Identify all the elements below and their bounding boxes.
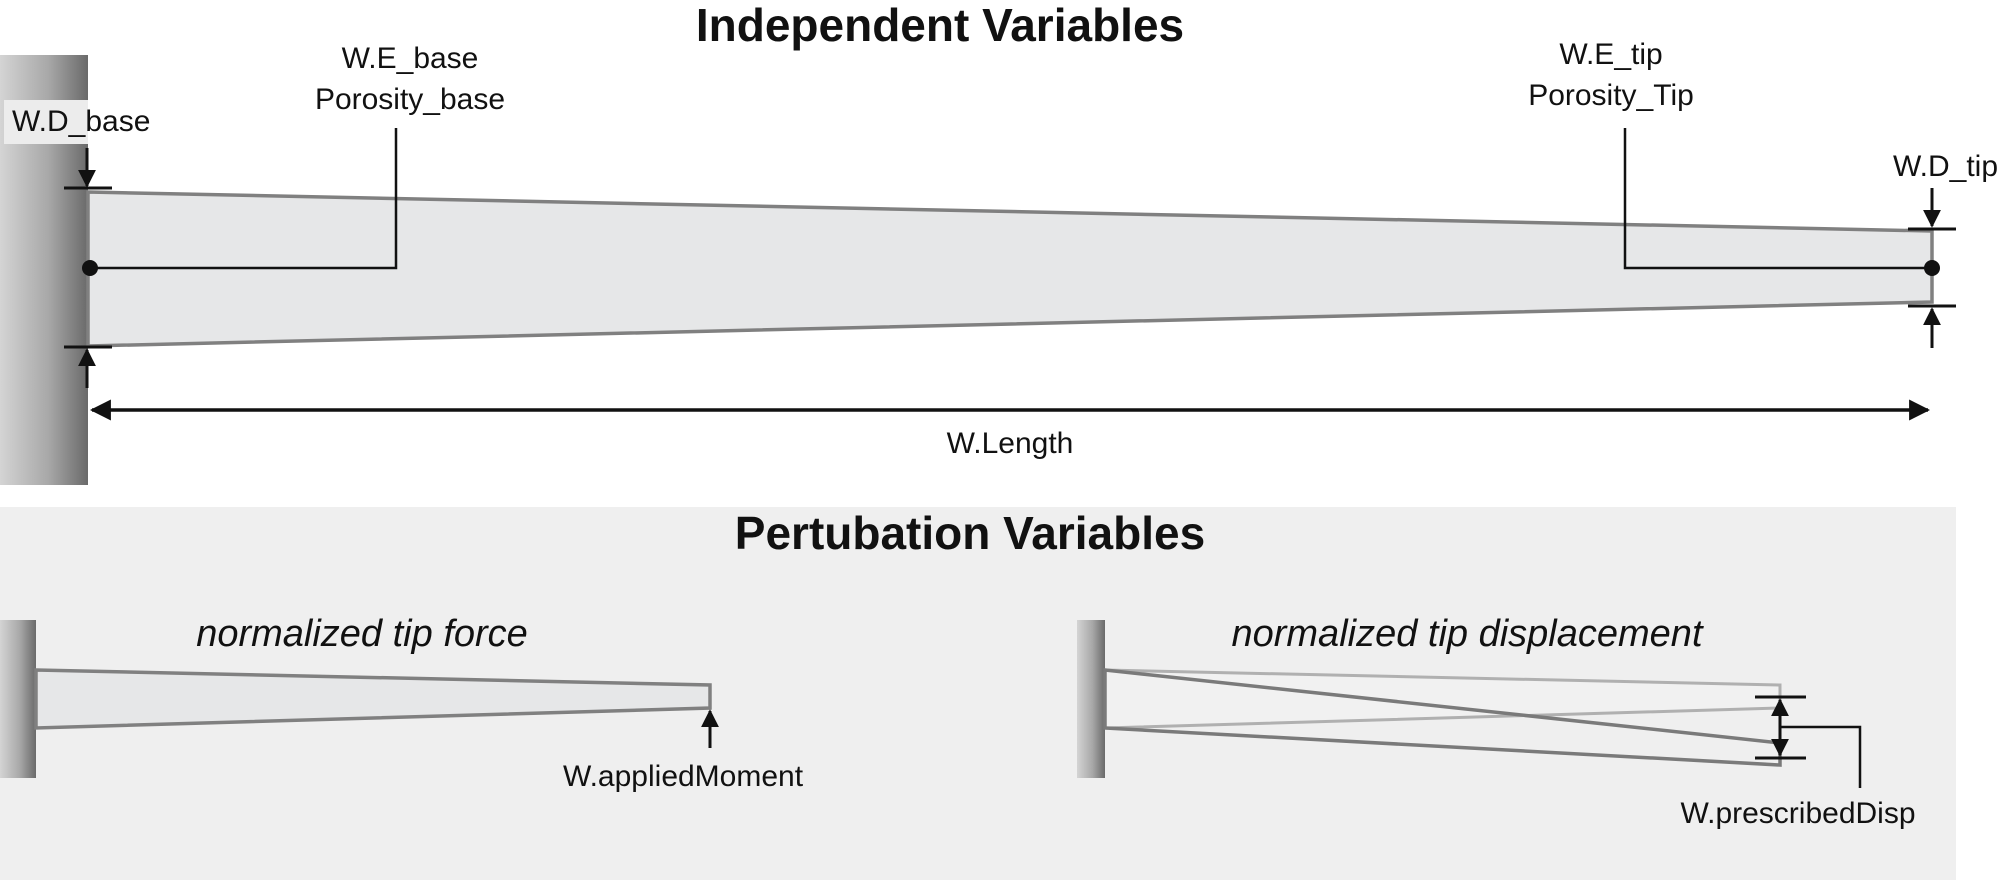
perturbation-title: Pertubation Variables	[735, 507, 1205, 559]
force-beam	[34, 668, 712, 730]
we-base-label: W.E_base	[342, 42, 479, 75]
wd-base-label-bg	[4, 100, 88, 144]
disp-panel-heading: normalized tip displacement	[1231, 613, 1703, 655]
main-beam	[86, 190, 1934, 348]
we-tip-label: W.E_tip	[1559, 38, 1662, 71]
base-leader-line	[90, 128, 398, 270]
porosity-tip-label: Porosity_Tip	[1528, 79, 1694, 112]
disp-beam-deformed	[1103, 668, 1782, 767]
length-label: W.Length	[947, 427, 1074, 460]
porosity-base-label: Porosity_base	[315, 83, 505, 116]
tip-leader-line	[1623, 128, 1932, 270]
force-wall	[0, 620, 36, 778]
independent-title: Independent Variables	[696, 0, 1184, 51]
applied-moment-label: W.appliedMoment	[563, 760, 804, 793]
wd-base-label: W.D_base	[12, 105, 150, 138]
force-panel-heading: normalized tip force	[196, 613, 528, 655]
wd-tip-label: W.D_tip	[1893, 150, 1998, 183]
prescribed-disp-label: W.prescribedDisp	[1680, 797, 1915, 830]
disp-wall	[1077, 620, 1105, 778]
disp-leader-line	[1780, 725, 1862, 788]
